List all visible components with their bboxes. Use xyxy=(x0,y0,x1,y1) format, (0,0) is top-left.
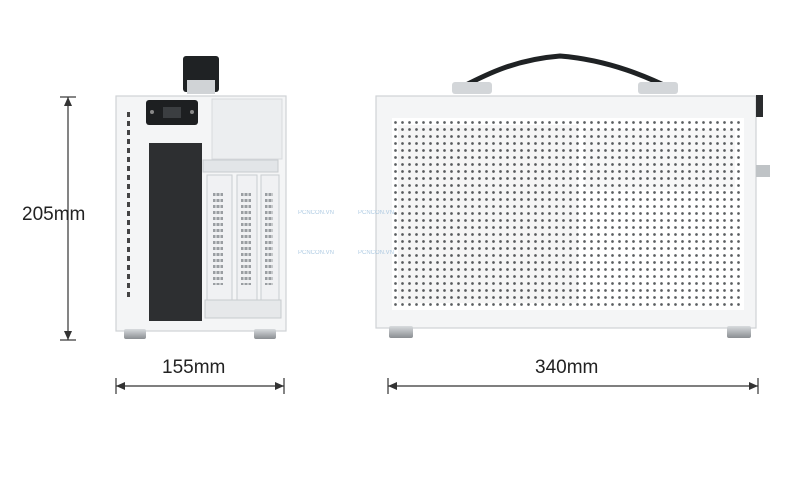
foot xyxy=(389,326,413,338)
watermark: PCNCON.VN xyxy=(358,210,395,216)
watermark: PCNCON.VN xyxy=(298,250,335,256)
dark-rear-panel xyxy=(149,143,202,321)
width-dimension-line xyxy=(387,378,759,394)
width-label: 340mm xyxy=(535,357,599,378)
foot xyxy=(254,329,276,339)
watermark: PCNCON.VN xyxy=(358,250,395,256)
case-rear-view xyxy=(115,56,287,339)
height-label: 205mm xyxy=(22,204,86,225)
foot xyxy=(124,329,146,339)
height-dimension-line xyxy=(60,96,76,341)
carry-handle xyxy=(453,53,677,93)
side-vents xyxy=(127,112,130,297)
depth-label: 155mm xyxy=(162,357,226,378)
watermark: PCNCON.VN xyxy=(298,210,335,216)
case-side-view xyxy=(375,53,770,338)
foot xyxy=(727,326,751,338)
mesh-side-panel xyxy=(392,118,744,310)
depth-dimension-line xyxy=(115,378,285,394)
